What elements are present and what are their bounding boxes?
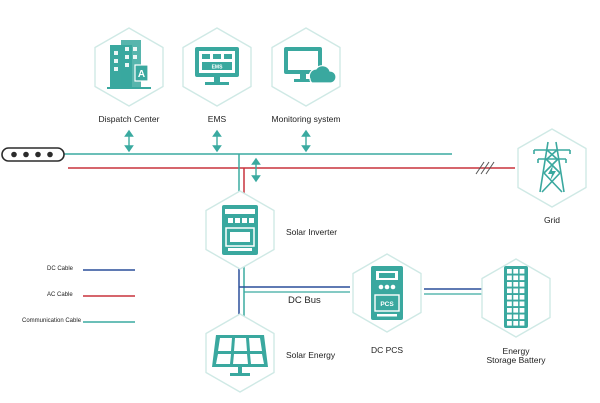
battery-cell xyxy=(513,308,519,313)
battery-cell xyxy=(519,321,525,326)
battery-cell xyxy=(519,275,525,281)
monitoring-arrow xyxy=(301,129,311,153)
battery-cell xyxy=(519,269,525,274)
battery-cell xyxy=(519,308,525,313)
dispatch-center-label: Dispatch Center xyxy=(98,114,160,124)
battery-cell xyxy=(519,301,525,307)
grid-node xyxy=(517,128,587,208)
solar-energy-node xyxy=(205,313,275,393)
transmission-tower-icon xyxy=(533,141,571,193)
pcs-text: PCS xyxy=(380,301,394,308)
solar-panel-icon xyxy=(212,335,268,376)
pcs-cabinet-icon: PCS xyxy=(371,266,403,320)
battery-cell xyxy=(513,295,519,300)
battery-cell xyxy=(513,282,519,287)
battery-cell xyxy=(513,321,519,326)
office-building-icon: A xyxy=(107,40,151,89)
lightning-bolt-icon xyxy=(548,165,556,181)
energy-storage-battery-node xyxy=(481,258,551,338)
ems-node: EMS xyxy=(182,27,252,107)
battery-cell xyxy=(507,301,512,307)
ems-monitor-icon: EMS xyxy=(195,47,239,85)
battery-cell xyxy=(519,282,525,287)
ems-label: EMS xyxy=(207,114,227,124)
battery-cell xyxy=(507,308,512,313)
battery-cell xyxy=(507,275,512,281)
solar-inverter-node xyxy=(205,190,275,270)
dc-bus-label: DC Bus xyxy=(288,295,321,306)
legend-communication-cable-label: Communication Cable xyxy=(22,318,82,324)
battery-cell xyxy=(513,269,519,274)
grid-label: Grid xyxy=(543,215,561,225)
battery-cell xyxy=(507,288,512,294)
ac-line-break-marks xyxy=(475,161,495,175)
dispatch-arrow xyxy=(124,129,134,153)
building-letter: A xyxy=(138,69,145,80)
battery-cell xyxy=(513,288,519,294)
ems-arrow xyxy=(212,129,222,153)
battery-cell xyxy=(507,295,512,300)
battery-cell xyxy=(507,321,512,326)
comm-arrows xyxy=(124,129,311,183)
energy-storage-battery-label: Energy Storage Battery xyxy=(486,347,545,365)
battery-cell xyxy=(519,314,525,320)
solar-energy-label: Solar Energy xyxy=(286,350,336,360)
monitoring-system-label: Monitoring system xyxy=(271,114,341,124)
dispatch-center-node: A xyxy=(94,27,164,107)
legend-ac-cable-label: AC Cable xyxy=(47,292,73,298)
battery-cell xyxy=(519,288,525,294)
battery-cell xyxy=(513,314,519,320)
inverter-cabinet-icon xyxy=(222,205,258,255)
energy-storage-battery-label-line1: Energy xyxy=(502,346,530,356)
solar-inverter-label: Solar Inverter xyxy=(286,227,338,237)
busbar-connector-icon xyxy=(1,147,65,162)
battery-cell xyxy=(507,282,512,287)
legend xyxy=(83,269,135,323)
battery-cell xyxy=(507,314,512,320)
dc-pcs-label: DC PCS xyxy=(370,345,404,355)
inverter-side-arrow xyxy=(251,157,261,183)
battery-rack-icon xyxy=(504,266,528,328)
battery-cell xyxy=(519,295,525,300)
energy-storage-battery-label-line2: Storage Battery xyxy=(486,355,546,365)
computer-cloud-icon xyxy=(284,47,337,84)
dc-pcs-node: PCS xyxy=(352,253,422,333)
battery-cell xyxy=(507,269,512,274)
legend-dc-cable-label: DC Cable xyxy=(47,266,74,272)
battery-cell xyxy=(513,301,519,307)
battery-cell xyxy=(513,275,519,281)
ems-screen-text: EMS xyxy=(212,65,224,71)
monitoring-system-node xyxy=(271,27,341,107)
cables xyxy=(60,153,515,318)
